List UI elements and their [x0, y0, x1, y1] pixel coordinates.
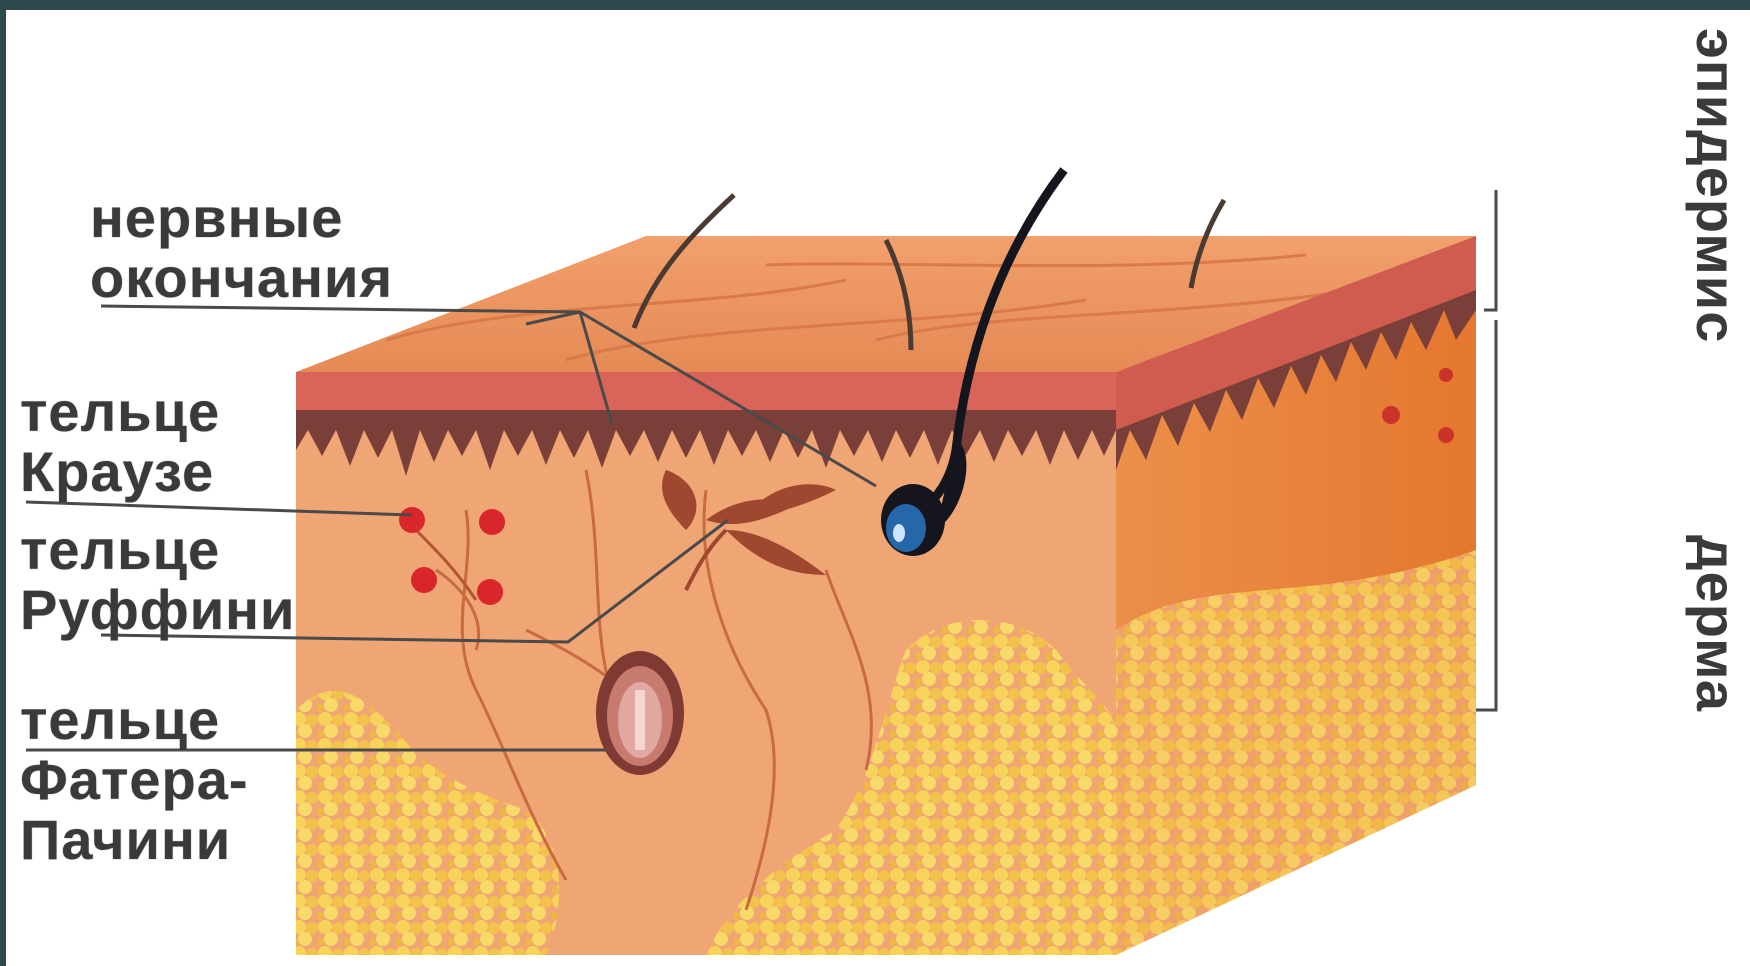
label-vater-pacini: тельце Фатера- Пачини: [20, 690, 249, 870]
label-dermis: дерма: [1686, 535, 1746, 712]
label-line: нервные: [90, 188, 393, 248]
label-ruffini: тельце Руффини: [20, 520, 295, 640]
label-line: Краузе: [20, 442, 220, 502]
epidermis-band: [296, 372, 1116, 412]
label-line: Пачини: [20, 810, 249, 870]
side-fat: [1116, 550, 1476, 955]
label-line: тельце: [20, 690, 249, 750]
vater-pacini-corpuscle: [596, 651, 684, 775]
diagram-frame: нервные окончания тельце Краузе тельце Р…: [6, 10, 1750, 966]
label-krause: тельце Краузе: [20, 382, 220, 502]
label-line: Руффини: [20, 580, 295, 640]
label-line: тельце: [20, 520, 295, 580]
layer-brackets: [1476, 190, 1496, 710]
label-line: Фатера-: [20, 750, 249, 810]
skin-cross-section: [6, 10, 1750, 966]
label-nerve-endings: нервные окончания: [90, 188, 393, 308]
label-line: тельце: [20, 382, 220, 442]
label-line: окончания: [90, 248, 393, 308]
label-epidermis: эпидермис: [1686, 28, 1746, 343]
